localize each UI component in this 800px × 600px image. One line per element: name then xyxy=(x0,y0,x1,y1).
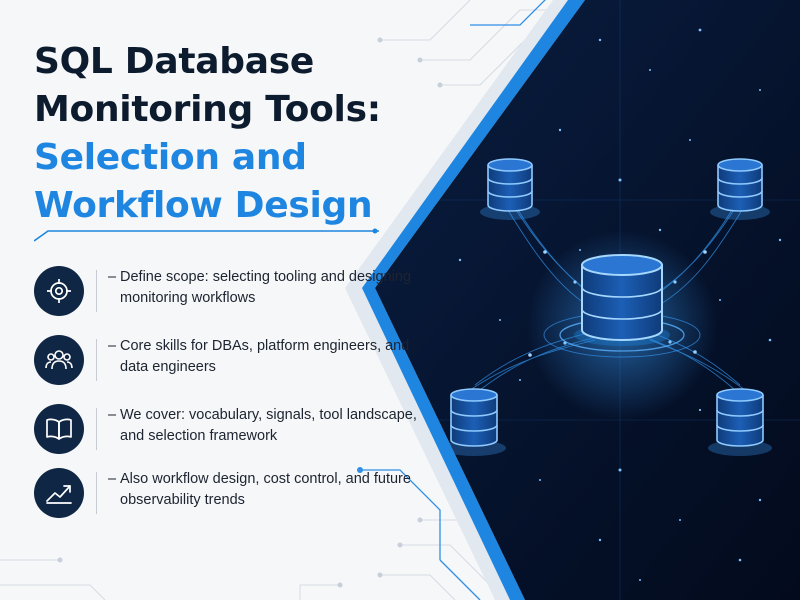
list-item-text: – Core skills for DBAs, platform enginee… xyxy=(108,336,418,378)
bullet-dash: – xyxy=(108,269,117,285)
list-item-text: – Define scope: selecting tooling and de… xyxy=(108,267,418,309)
item-divider xyxy=(96,408,97,450)
list-item-skills: – Core skills for DBAs, platform enginee… xyxy=(34,335,414,393)
item-text-skills: Core skills for DBAs, platform engineers… xyxy=(120,338,410,375)
bullet-dash: – xyxy=(108,407,117,423)
database-icon-bottom-right xyxy=(708,388,772,456)
central-database-icon xyxy=(581,254,663,341)
database-icon-top-right xyxy=(710,158,770,220)
item-text-scope: Define scope: selecting tooling and desi… xyxy=(120,269,412,306)
database-icon-top-left xyxy=(480,158,540,220)
bullet-dash: – xyxy=(108,338,117,354)
item-text-workflow: Also workflow design, cost control, and … xyxy=(120,471,411,508)
item-divider xyxy=(96,339,97,381)
database-icon-bottom-left xyxy=(442,388,506,456)
page-title: SQL Database Monitoring Tools: Selection… xyxy=(34,38,434,230)
target-icon xyxy=(34,266,84,316)
users-icon xyxy=(34,335,84,385)
title-line-1: SQL Database xyxy=(34,41,314,82)
title-line-2: Monitoring Tools: xyxy=(34,89,381,130)
item-divider xyxy=(96,472,97,514)
item-text-coverage: We cover: vocabulary, signals, tool land… xyxy=(120,407,417,444)
trend-up-icon xyxy=(34,468,84,518)
list-item-scope: – Define scope: selecting tooling and de… xyxy=(34,266,414,324)
book-icon xyxy=(34,404,84,454)
bullet-dash: – xyxy=(108,471,117,487)
title-line-3: Selection and xyxy=(34,137,307,178)
list-item-workflow: – Also workflow design, cost control, an… xyxy=(34,468,414,526)
title-divider xyxy=(34,228,379,242)
item-divider xyxy=(96,270,97,312)
list-item-text: – Also workflow design, cost control, an… xyxy=(108,469,418,511)
list-item-text: – We cover: vocabulary, signals, tool la… xyxy=(108,405,418,447)
list-item-coverage: – We cover: vocabulary, signals, tool la… xyxy=(34,404,417,462)
title-line-4: Workflow Design xyxy=(34,185,373,226)
